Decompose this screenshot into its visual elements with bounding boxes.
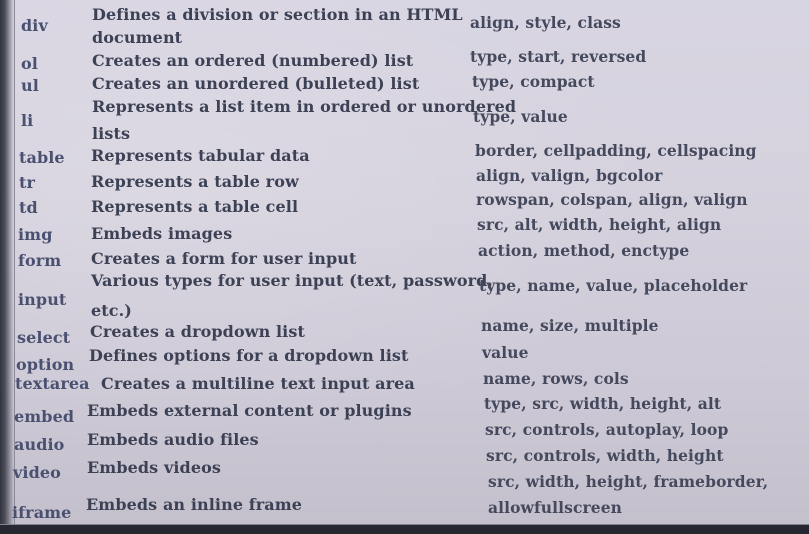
attributes-li: type, value <box>473 107 568 126</box>
attributes-td: rowspan, colspan, align, valign <box>476 190 748 209</box>
attributes-select: name, size, multiple <box>481 316 659 335</box>
tag-ol: ol <box>21 54 38 73</box>
description-div-line1: Defines a division or section in an HTML <box>92 5 463 24</box>
tag-embed: embed <box>14 407 75 426</box>
description-audio: Embeds audio files <box>87 430 259 449</box>
tag-div: div <box>21 16 48 35</box>
description-tr: Represents a table row <box>91 172 299 191</box>
attributes-ol: type, start, reversed <box>470 47 647 66</box>
description-li-line2: lists <box>92 124 131 143</box>
description-li-line1: Represents a list item in ordered or uno… <box>92 97 517 116</box>
attributes-img: src, alt, width, height, align <box>477 215 722 234</box>
tag-ul: ul <box>21 76 39 95</box>
attributes-textarea: name, rows, cols <box>483 369 629 388</box>
description-table: Represents tabular data <box>91 146 310 165</box>
attributes-iframe-line1: src, width, height, frameborder, <box>488 472 769 491</box>
attributes-input: type, name, value, placeholder <box>479 276 748 295</box>
tag-textarea: textarea <box>15 374 90 393</box>
tag-td: td <box>19 198 38 217</box>
tag-select: select <box>17 328 71 347</box>
tag-audio: audio <box>14 435 65 454</box>
tag-tr: tr <box>19 173 36 192</box>
description-textarea: Creates a multiline text input area <box>101 374 415 393</box>
attributes-iframe-line2: allowfullscreen <box>488 498 623 517</box>
description-input-line2: etc.) <box>91 301 132 320</box>
tag-img: img <box>18 225 53 244</box>
bottom-edge-shadow <box>0 524 809 534</box>
description-form: Creates a form for user input <box>91 249 357 268</box>
tag-option: option <box>16 355 75 374</box>
attributes-tr: align, valign, bgcolor <box>476 166 663 185</box>
tag-video: video <box>13 463 61 482</box>
description-ul: Creates an unordered (bulleted) list <box>92 74 420 93</box>
attributes-div: align, style, class <box>470 13 621 32</box>
attributes-ul: type, compact <box>472 72 595 91</box>
attributes-form: action, method, enctype <box>478 241 690 260</box>
description-div-line2: document <box>92 28 183 47</box>
attributes-option: value <box>482 343 529 362</box>
description-input-line1: Various types for user input (text, pass… <box>91 271 494 290</box>
attributes-audio: src, controls, autoplay, loop <box>485 420 729 439</box>
tag-form: form <box>18 251 62 270</box>
description-video: Embeds videos <box>87 458 221 477</box>
tag-iframe: iframe <box>12 503 72 522</box>
description-select: Creates a dropdown list <box>90 322 305 341</box>
attributes-video: src, controls, width, height <box>486 446 724 465</box>
left-edge-shadow <box>0 0 15 534</box>
description-embed: Embeds external content or plugins <box>87 401 412 420</box>
attributes-embed: type, src, width, height, alt <box>484 394 722 413</box>
description-option: Defines options for a dropdown list <box>89 346 409 365</box>
description-iframe: Embeds an inline frame <box>86 495 303 514</box>
description-img: Embeds images <box>91 224 233 243</box>
tag-table: table <box>19 148 65 167</box>
tag-input: input <box>18 290 67 309</box>
description-td: Represents a table cell <box>91 197 299 216</box>
attributes-table: border, cellpadding, cellspacing <box>475 141 757 160</box>
description-ol: Creates an ordered (numbered) list <box>92 51 414 70</box>
tag-li: li <box>21 111 34 130</box>
